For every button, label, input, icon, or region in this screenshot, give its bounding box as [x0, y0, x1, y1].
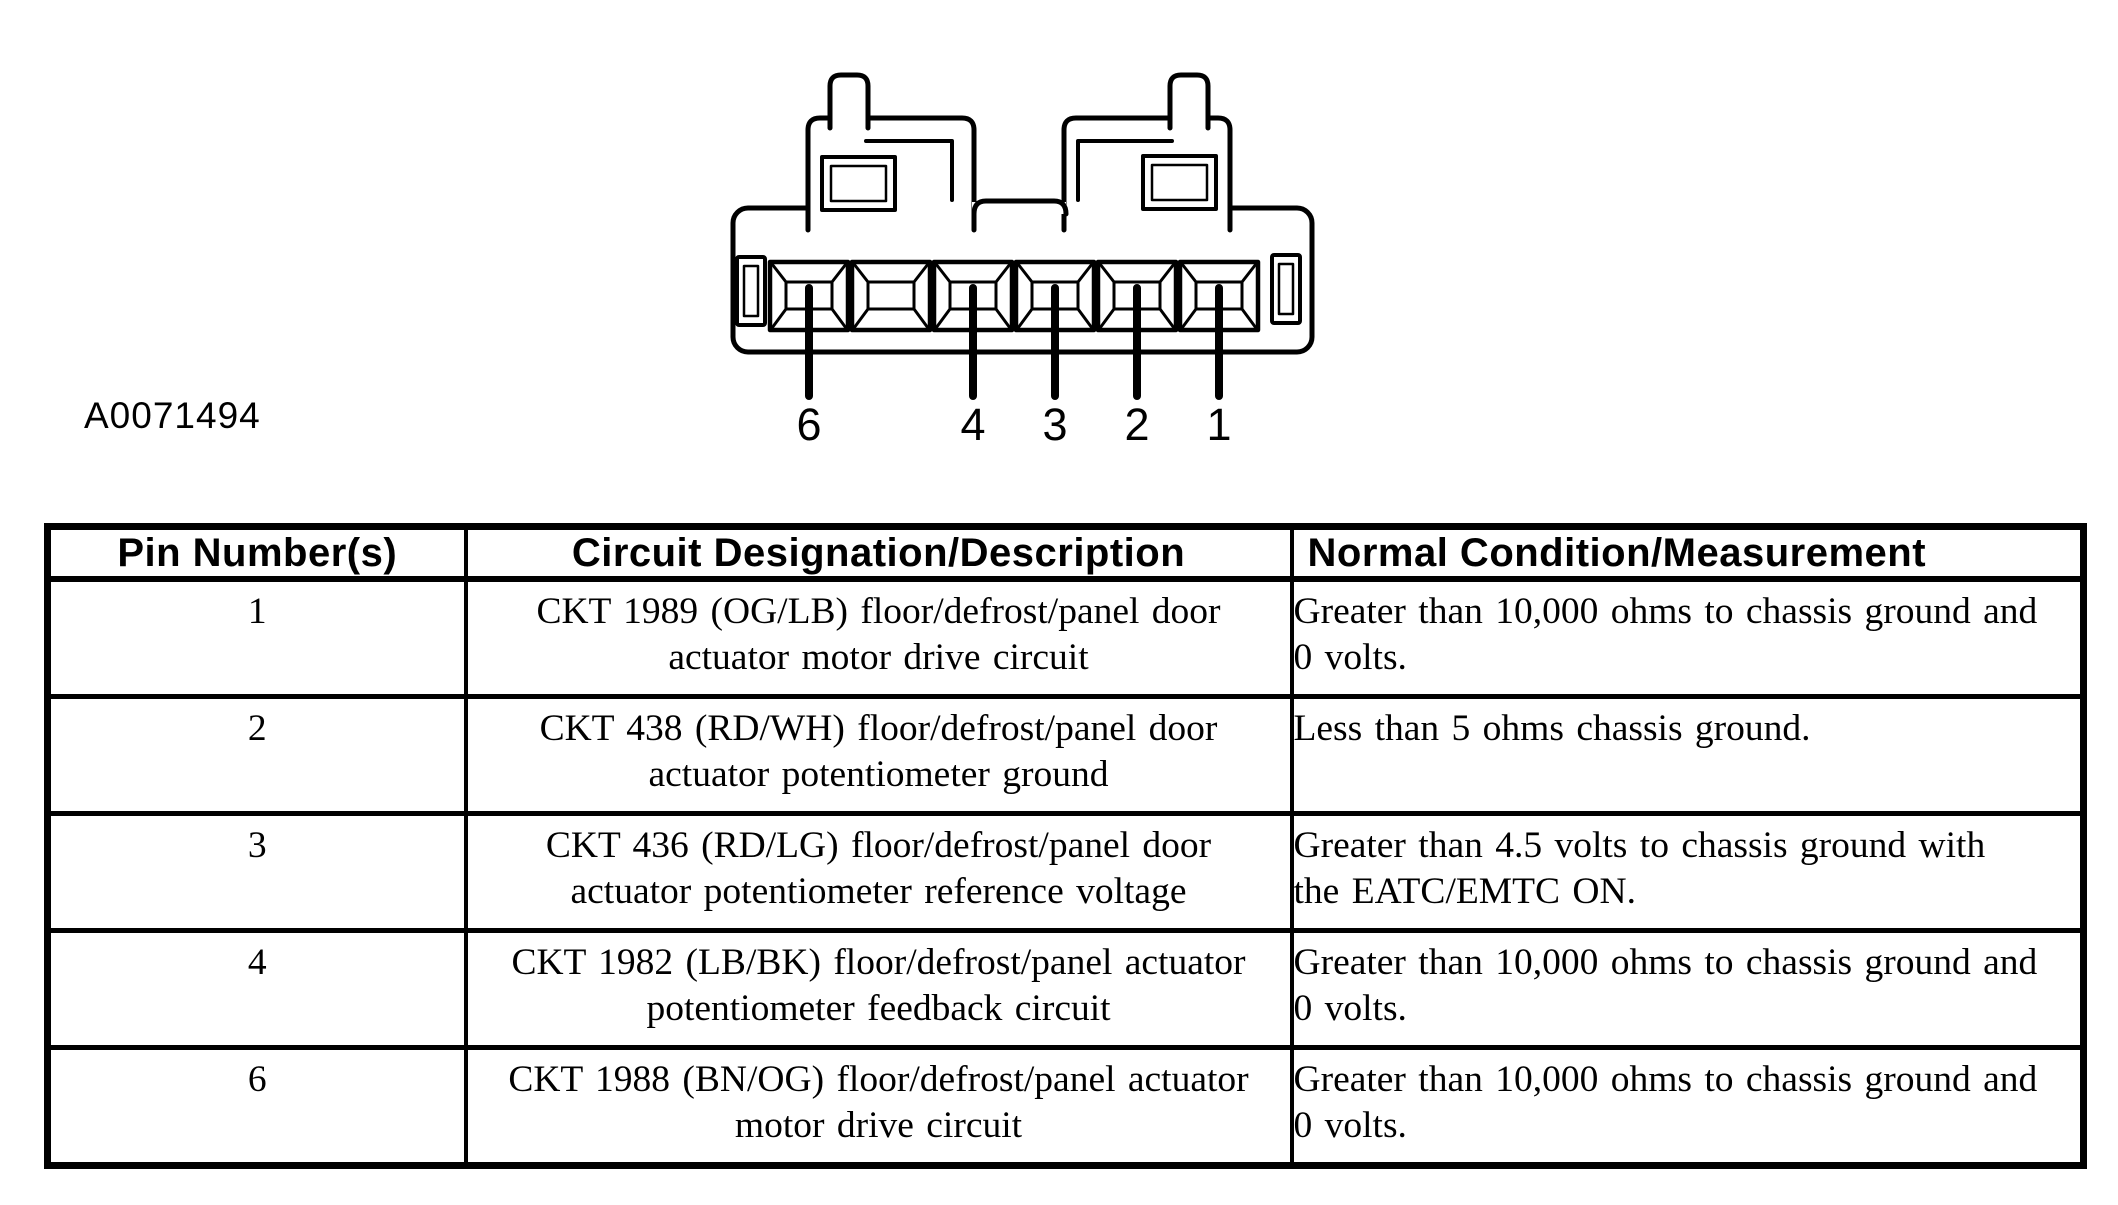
circuit-description-cell: CKT 1982 (LB/BK) floor/defrost/panel act… — [463, 928, 1294, 1050]
right-end-slot — [1270, 253, 1302, 325]
pin-number-cell: 6 — [45, 1045, 468, 1168]
circuit-description-text: CKT 436 (RD/LG) floor/defrost/panel door… — [545, 825, 1212, 912]
table-row-pin-4: 4 CKT 1982 (LB/BK) floor/defrost/panel a… — [45, 928, 2086, 1050]
pin-label-3: 3 — [1042, 399, 1067, 450]
normal-condition-cell: Greater than 4.5 volts to chassis ground… — [1289, 811, 2086, 933]
pin-leader-lines — [805, 284, 1223, 400]
circuit-description-cell: CKT 1989 (OG/LB) floor/defrost/panel doo… — [463, 576, 1294, 699]
pin-label-1: 1 — [1206, 399, 1231, 450]
figure-code: A0071494 — [84, 395, 261, 436]
header-pin-numbers: Pin Number(s) — [45, 524, 468, 582]
circuit-description-text: CKT 1989 (OG/LB) floor/defrost/panel doo… — [536, 591, 1221, 678]
pin-number-cell: 3 — [45, 811, 468, 933]
circuit-description-text: CKT 1988 (BN/OG) floor/defrost/panel act… — [508, 1059, 1249, 1146]
connector-diagram: 6 4 3 2 1 A0071494 — [84, 72, 1315, 450]
pin-cavity-4 — [931, 259, 1015, 333]
normal-condition-cell: Greater than 10,000 ohms to chassis grou… — [1289, 1045, 2086, 1168]
circuit-description-text: CKT 438 (RD/WH) floor/defrost/panel door… — [539, 708, 1218, 795]
normal-condition-cell: Greater than 10,000 ohms to chassis grou… — [1289, 928, 2086, 1050]
pin-label-4: 4 — [960, 399, 985, 450]
left-latch-ledge-line — [864, 139, 954, 202]
table-row-pin-6: 6 CKT 1988 (BN/OG) floor/defrost/panel a… — [45, 1045, 2086, 1168]
pin-number-cell: 1 — [45, 576, 468, 699]
body-step-edge — [971, 198, 1069, 217]
normal-condition-text: Greater than 10,000 ohms to chassis grou… — [1293, 942, 2038, 1029]
table-row-pin-1: 1 CKT 1989 (OG/LB) floor/defrost/panel d… — [45, 576, 2086, 699]
normal-condition-cell: Greater than 10,000 ohms to chassis grou… — [1289, 576, 2086, 699]
right-latch-window — [1141, 154, 1218, 211]
circuit-description-text: CKT 1982 (LB/BK) floor/defrost/panel act… — [511, 942, 1246, 1029]
normal-condition-text: Less than 5 ohms chassis ground. — [1293, 708, 1811, 749]
header-normal-condition: Normal Condition/Measurement — [1289, 524, 2086, 582]
right-latch-ledge-line — [1076, 139, 1174, 202]
connector-right-post — [1167, 72, 1211, 131]
circuit-description-cell: CKT 436 (RD/LG) floor/defrost/panel door… — [463, 811, 1294, 933]
pinout-table: Pin Number(s) Circuit Designation/Descri… — [44, 523, 2087, 1169]
pin-number-cell: 4 — [45, 928, 468, 1050]
pin-label-2: 2 — [1124, 399, 1149, 450]
left-end-slot — [735, 255, 767, 327]
connector-left-latch-block — [805, 115, 977, 233]
header-circuit-designation: Circuit Designation/Description — [463, 524, 1294, 582]
connector-left-post — [827, 72, 871, 131]
normal-condition-text: Greater than 10,000 ohms to chassis grou… — [1293, 591, 2038, 678]
circuit-description-cell: CKT 438 (RD/WH) floor/defrost/panel door… — [463, 694, 1294, 816]
pin-number-cell: 2 — [45, 694, 468, 816]
connector-right-latch-block — [1061, 115, 1233, 233]
pin-label-6: 6 — [796, 399, 821, 450]
normal-condition-cell: Less than 5 ohms chassis ground. — [1289, 694, 2086, 816]
table-row-pin-2: 2 CKT 438 (RD/WH) floor/defrost/panel do… — [45, 694, 2086, 816]
left-latch-window — [820, 155, 897, 212]
normal-condition-text: Greater than 4.5 volts to chassis ground… — [1293, 825, 1986, 912]
body-step-mask — [972, 202, 1066, 214]
normal-condition-text: Greater than 10,000 ohms to chassis grou… — [1293, 1059, 2038, 1146]
pin-cavity-5 — [849, 259, 933, 333]
header-row: Pin Number(s) Circuit Designation/Descri… — [45, 524, 2086, 582]
circuit-description-cell: CKT 1988 (BN/OG) floor/defrost/panel act… — [463, 1045, 1294, 1168]
table-row-pin-3: 3 CKT 436 (RD/LG) floor/defrost/panel do… — [45, 811, 2086, 933]
